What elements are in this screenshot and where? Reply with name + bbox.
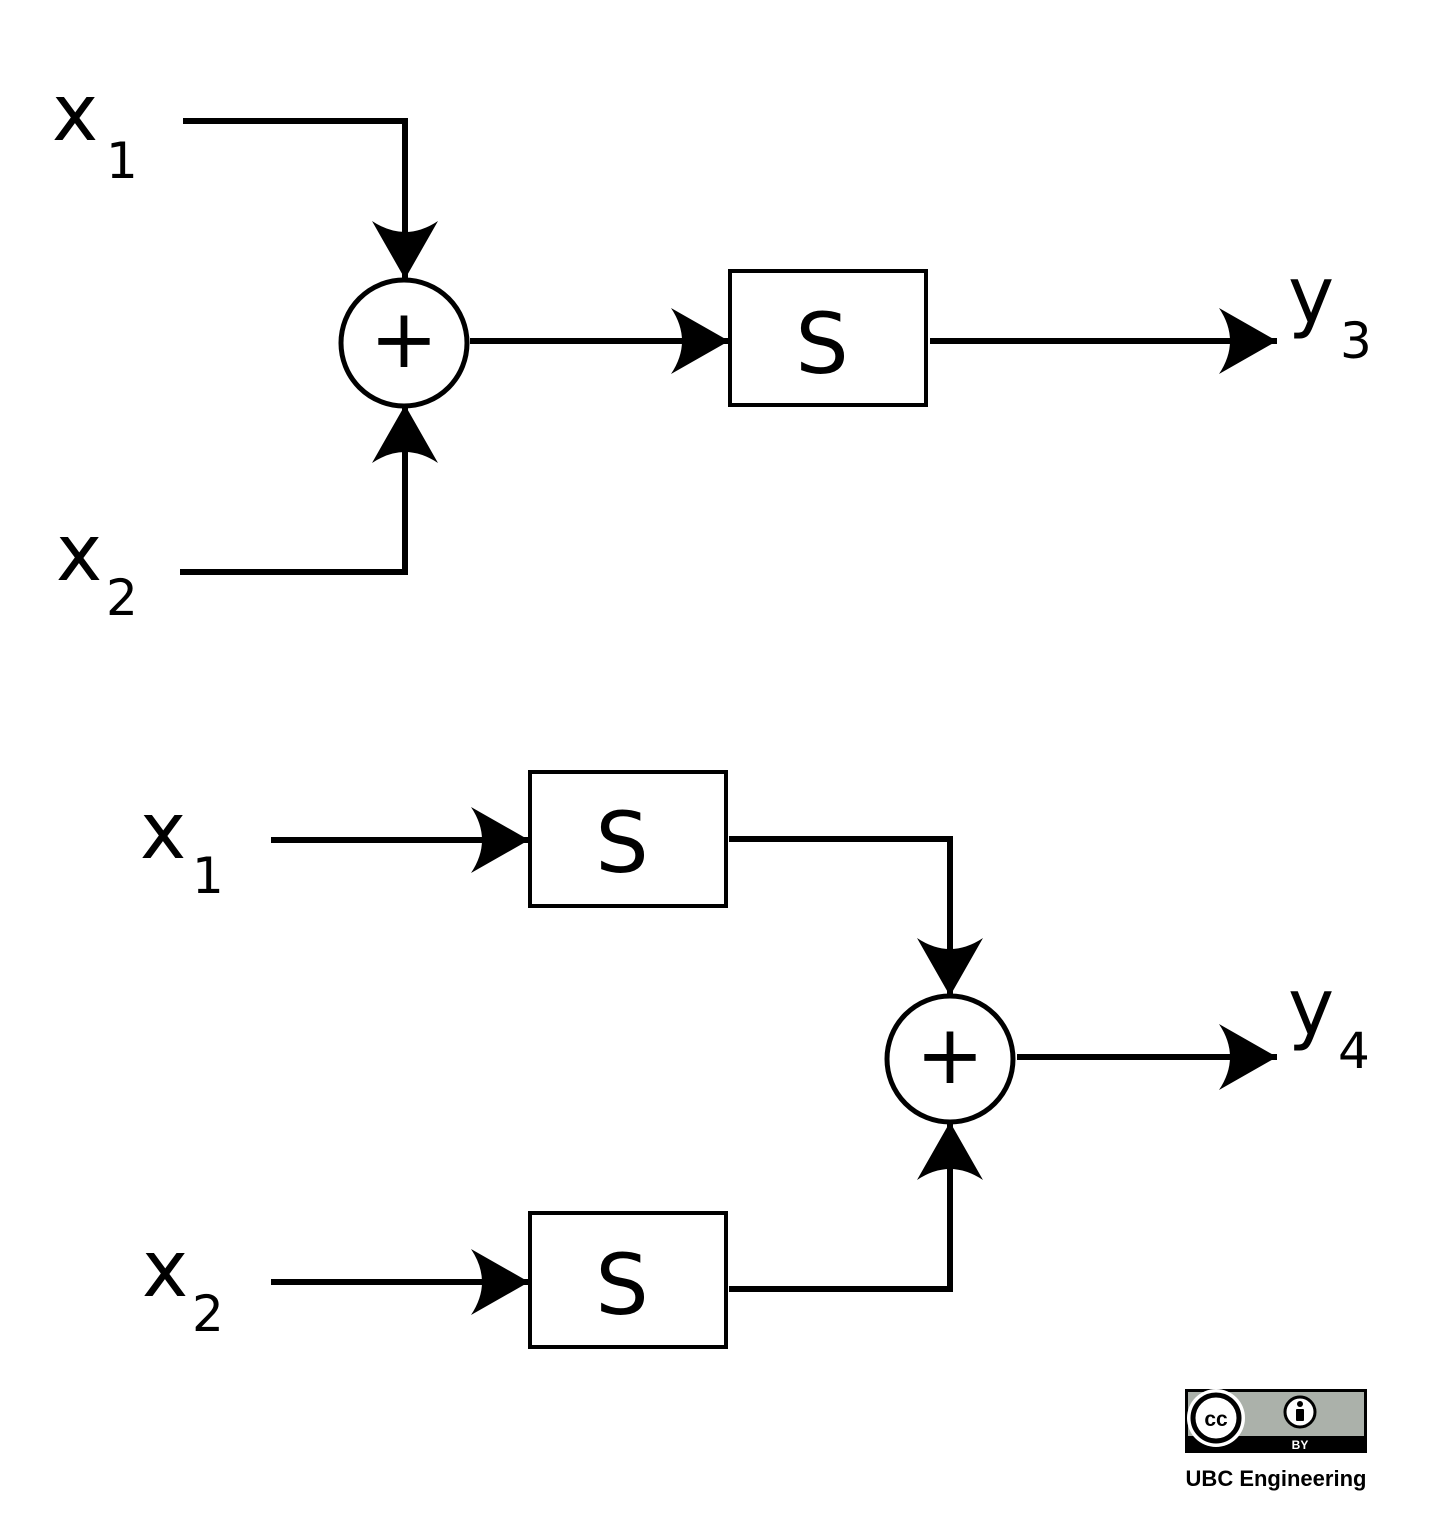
bottom-system-2-label: S [595, 1236, 648, 1334]
bottom-output-y4-label: y 4 [1288, 963, 1370, 1080]
bottom-diagram: x 1 x 2 S S + [140, 770, 1370, 1349]
top-x2-arrow [180, 405, 438, 575]
bottom-summing-junction: + [884, 993, 1016, 1125]
top-system-block: S [728, 269, 928, 407]
top-x1-subscript: 1 [106, 132, 138, 190]
bottom-y4-subscript: 4 [1338, 1022, 1370, 1080]
top-input-x1-label: x 1 [52, 69, 138, 190]
bottom-input-x2-label: x 2 [142, 1225, 224, 1343]
top-diagram: x 1 x 2 + S y 3 [52, 69, 1372, 627]
top-output-y3-label: y 3 [1288, 251, 1372, 370]
top-y3-symbol: y [1288, 251, 1334, 341]
bottom-y4-symbol: y [1288, 963, 1334, 1053]
bottom-x1-subscript: 1 [192, 847, 224, 905]
bottom-system2-to-sum-arrow [729, 1122, 983, 1292]
top-system-label: S [795, 295, 848, 393]
cc-icon: cc [1187, 1389, 1245, 1447]
bottom-x1-symbol: x [140, 787, 186, 877]
bottom-x2-subscript: 2 [192, 1285, 224, 1343]
top-input-x2-label: x 2 [56, 509, 138, 627]
attribution-person-icon [1283, 1395, 1317, 1429]
top-x2-symbol: x [56, 509, 102, 599]
bottom-system-block-1: S [528, 770, 728, 908]
by-text: BY [1292, 1438, 1309, 1452]
top-x1-arrow [183, 118, 438, 279]
cc-by-license-badge: cc BY [1185, 1389, 1367, 1453]
bottom-input-x1-label: x 1 [140, 787, 224, 905]
top-summing-junction: + [338, 277, 470, 409]
bottom-system-1-label: S [595, 794, 648, 892]
top-plus-symbol: + [370, 292, 439, 387]
credit-text: UBC Engineering [1186, 1466, 1367, 1491]
top-x1-symbol: x [52, 69, 98, 159]
bottom-system1-to-sum-arrow [729, 836, 983, 996]
cc-text: cc [1204, 1408, 1228, 1431]
top-y3-subscript: 3 [1340, 312, 1372, 370]
bottom-system-block-2: S [528, 1211, 728, 1349]
bottom-x2-symbol: x [142, 1225, 188, 1315]
bottom-plus-symbol: + [916, 1008, 985, 1103]
top-x2-subscript: 2 [106, 569, 138, 627]
